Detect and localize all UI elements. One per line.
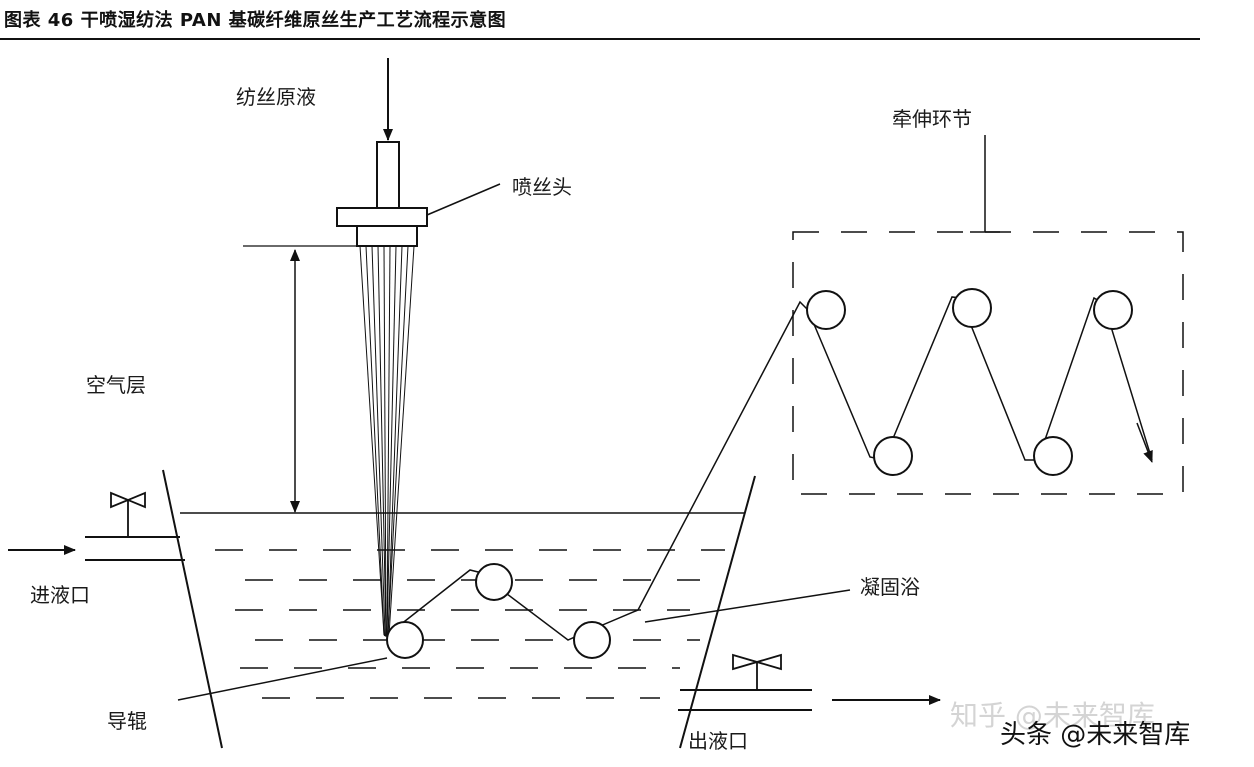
label-outlet: 出液口 xyxy=(688,729,748,753)
guide-roller-1 xyxy=(386,621,424,659)
inlet-valve-icon xyxy=(110,491,146,537)
stretch-roller-top-3 xyxy=(1093,290,1133,330)
watermark-zhihu: 知乎 @未来智库 xyxy=(950,699,1155,732)
spinneret-stem xyxy=(376,141,400,209)
coag-bath-leader xyxy=(644,589,851,623)
guide-roller-3 xyxy=(573,621,611,659)
spinneret-plate xyxy=(336,207,428,227)
outlet-valve-icon xyxy=(732,653,782,690)
label-guide-roller: 导辊 xyxy=(107,709,147,733)
stretch-roller-top-1 xyxy=(806,290,846,330)
label-spinning-solution: 纺丝原液 xyxy=(236,85,316,109)
stretch-roller-bottom-2 xyxy=(1033,436,1073,476)
label-inlet: 进液口 xyxy=(30,583,90,607)
guide-roller-2 xyxy=(475,563,513,601)
label-coag-bath: 凝固浴 xyxy=(860,575,920,599)
fiber-path xyxy=(383,296,1153,641)
stretch-roller-top-2 xyxy=(952,288,992,328)
watermark-toutiao: 头条 @未来智库 xyxy=(1000,720,1190,750)
label-air-layer: 空气层 xyxy=(86,373,146,397)
title-rule xyxy=(0,38,1200,40)
tank-right-wall xyxy=(679,475,756,749)
label-stretching: 牵伸环节 xyxy=(892,107,972,131)
spinneret-head xyxy=(356,225,418,247)
label-spinneret: 喷丝头 xyxy=(512,175,572,199)
liquid-dashes xyxy=(215,549,725,699)
tank-left-wall xyxy=(162,469,223,749)
filament-bundle xyxy=(359,245,415,636)
stretch-roller-bottom-1 xyxy=(873,436,913,476)
figure-title: 图表 46 干喷湿纺法 PAN 基碳纤维原丝生产工艺流程示意图 xyxy=(4,10,507,31)
guide-roller-leader xyxy=(177,657,388,701)
stretching-box xyxy=(792,231,1184,495)
fiber-exit-arrow xyxy=(1136,422,1153,463)
spinneret-leader xyxy=(426,183,501,216)
